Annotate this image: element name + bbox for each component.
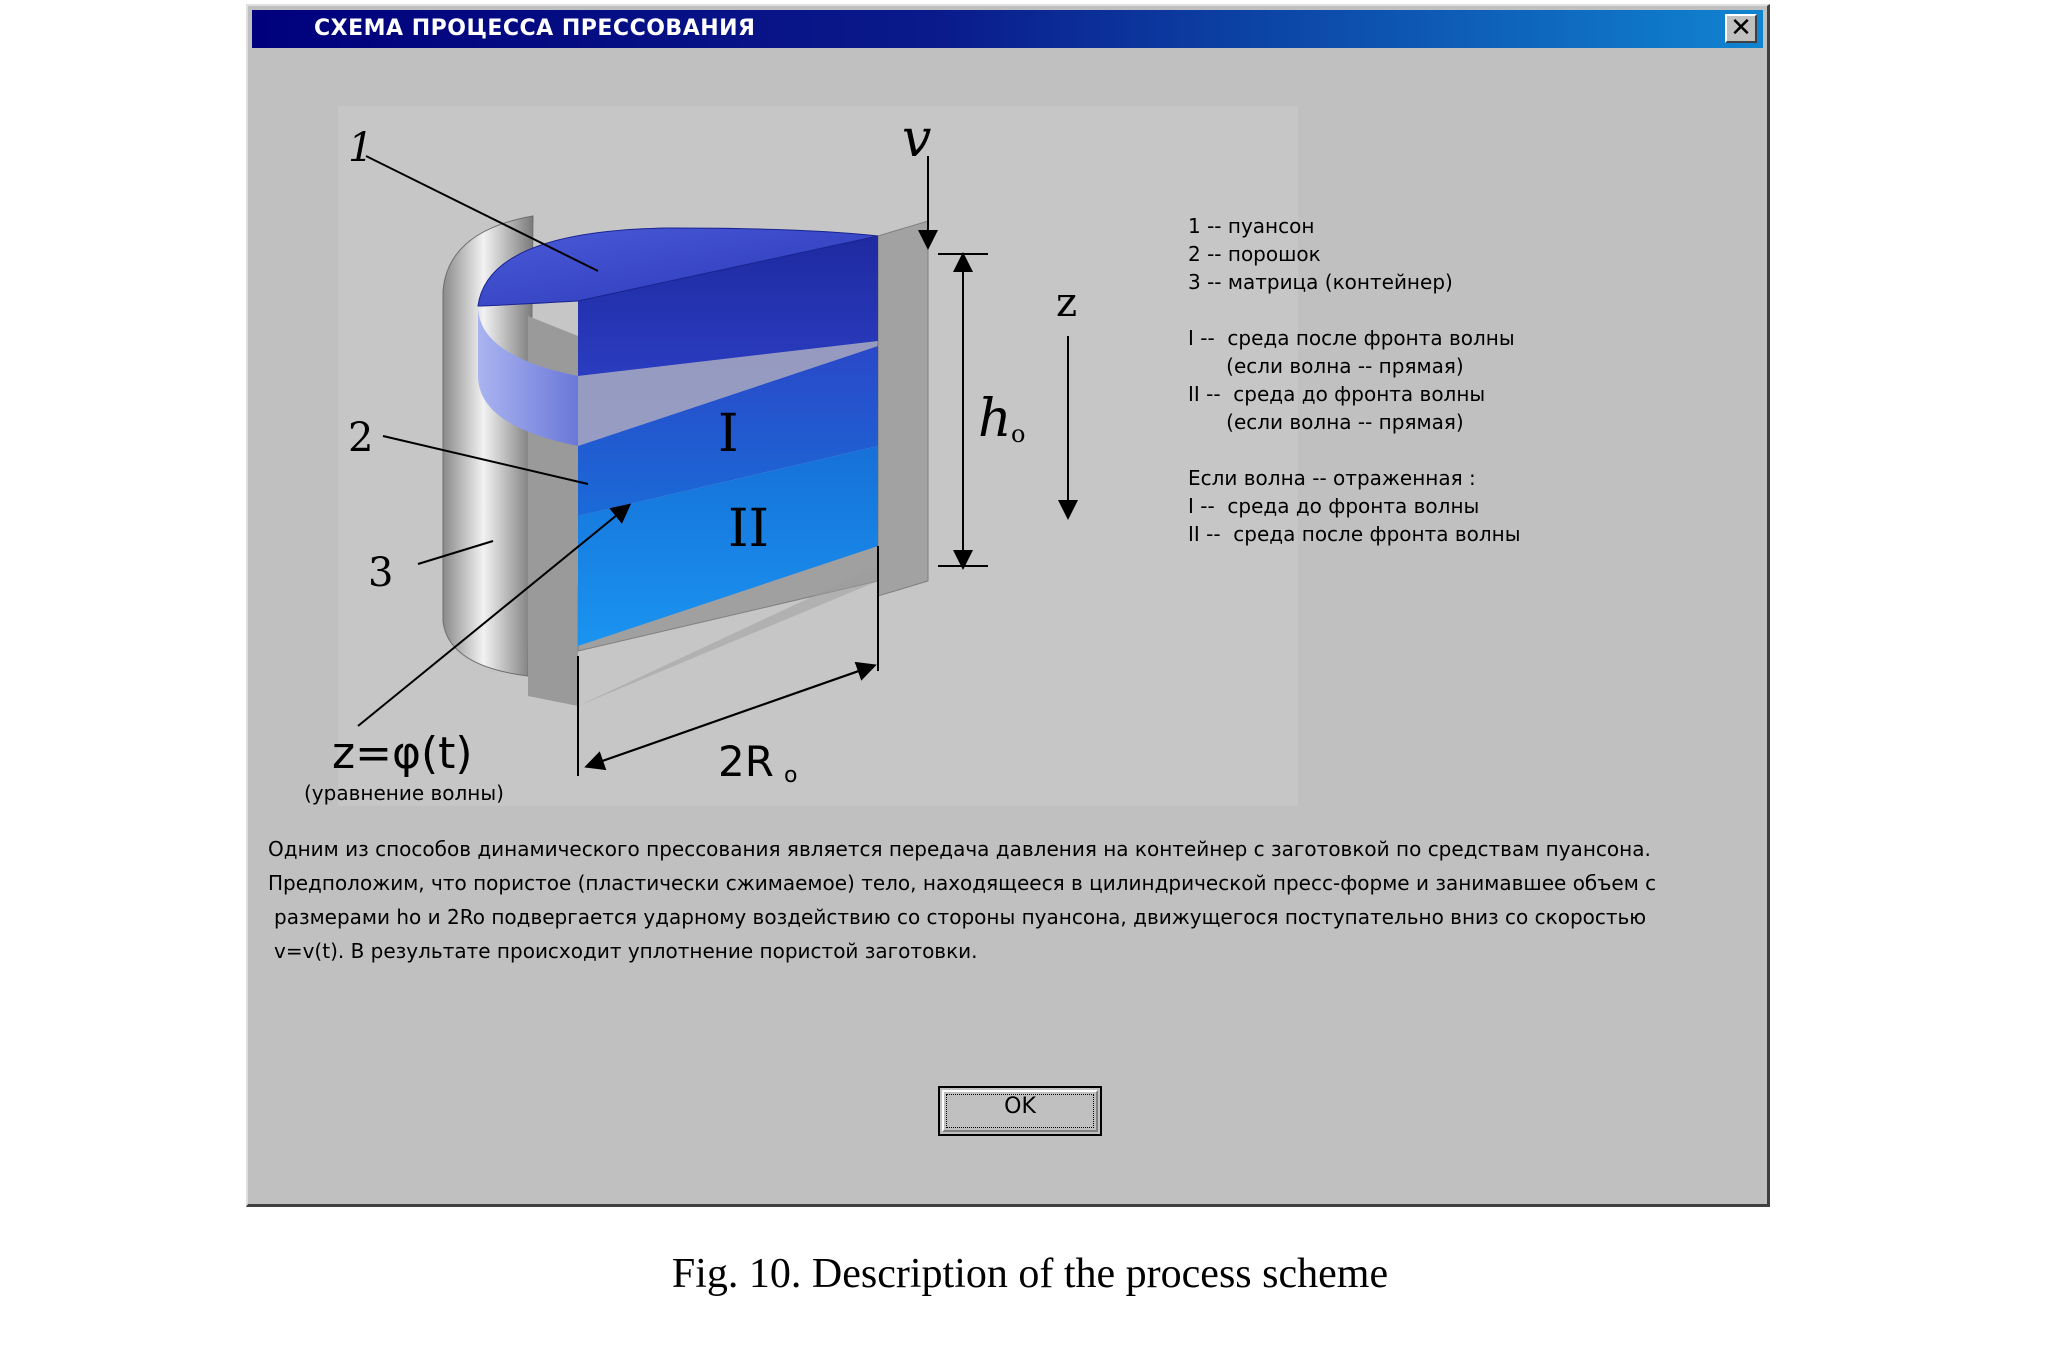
- legend-line: (если волна -- прямая): [1188, 410, 1464, 434]
- wave-front-arrow: [357, 503, 632, 727]
- wave-equation-caption: (уравнение волны): [304, 781, 504, 805]
- ok-button-label: OK: [1004, 1094, 1036, 1119]
- powder-blank: [578, 346, 878, 646]
- description-line: размерами ho и 2Ro подвергается ударному…: [274, 905, 1647, 929]
- close-icon: ✕: [1730, 13, 1752, 43]
- legend-line: (если волна -- прямая): [1188, 354, 1464, 378]
- close-button[interactable]: ✕: [1725, 13, 1757, 43]
- label-zone-II: II: [728, 499, 769, 559]
- container-right-wall: [877, 220, 929, 597]
- label-z-axis: z: [1056, 280, 1077, 326]
- label-matrix-number: 3: [368, 550, 393, 596]
- legend: 1 -- пуансон 2 -- порошок 3 -- матрица (…: [1188, 212, 1608, 548]
- label-height: h: [978, 389, 1012, 449]
- label-diameter-subscript: o: [784, 763, 797, 788]
- zone-I: [578, 346, 878, 516]
- title-bar[interactable]: СХЕМА ПРОЦЕССА ПРЕССОВАНИЯ ✕: [252, 10, 1763, 48]
- leader-line-2: [382, 435, 589, 485]
- legend-line: II -- среда до фронта волны: [1188, 382, 1486, 406]
- window-title: СХЕМА ПРОЦЕССА ПРЕССОВАНИЯ: [314, 16, 756, 41]
- ok-button[interactable]: OK: [938, 1086, 1102, 1136]
- legend-line: Если волна -- отраженная :: [1188, 466, 1476, 490]
- label-punch-number: 1: [348, 125, 373, 171]
- legend-line: I -- среда до фронта волны: [1188, 494, 1480, 518]
- legend-line: II -- среда после фронта волны: [1188, 522, 1521, 546]
- label-velocity: v: [902, 109, 931, 169]
- legend-line: I -- среда после фронта волны: [1188, 326, 1515, 350]
- legend-line: 2 -- порошок: [1188, 242, 1321, 266]
- dialog-window: СХЕМА ПРОЦЕССА ПРЕССОВАНИЯ ✕: [246, 4, 1770, 1207]
- leader-line-3: [417, 540, 494, 565]
- description-line: v=v(t). В результате происходит уплотнен…: [274, 939, 978, 963]
- pressing-scheme-diagram: 1 2 3 v z h o I II 2R o z=φ(t) (уравнени…: [304, 106, 1298, 806]
- label-diameter: 2R: [718, 737, 774, 786]
- wave-equation: z=φ(t): [332, 728, 473, 779]
- description-line: Одним из способов динамического прессова…: [268, 837, 1651, 861]
- label-zone-I: I: [718, 404, 739, 464]
- legend-line: 1 -- пуансон: [1188, 214, 1315, 238]
- punch: [477, 227, 879, 446]
- description-line: Предположим, что пористое (пластически с…: [268, 871, 1657, 895]
- label-powder-number: 2: [348, 415, 373, 461]
- description-text: Одним из способов динамического прессова…: [268, 832, 1748, 968]
- figure-caption: Fig. 10. Description of the process sche…: [671, 1251, 1389, 1297]
- focus-rectangle: [946, 1094, 1094, 1128]
- zone-II: [578, 446, 878, 646]
- width-dimension-left: [584, 665, 874, 771]
- legend-line: 3 -- матрица (контейнер): [1188, 270, 1453, 294]
- leader-line-1: [365, 155, 599, 272]
- label-height-subscript: o: [1011, 420, 1025, 448]
